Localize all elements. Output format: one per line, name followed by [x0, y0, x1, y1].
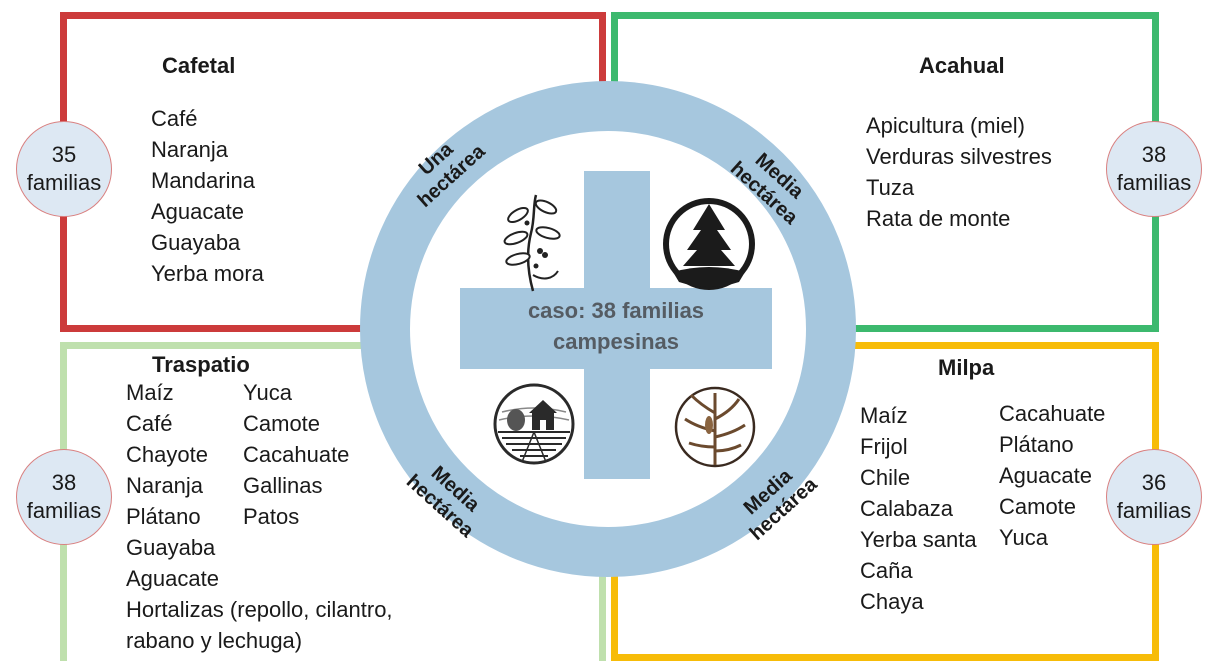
traspatio-list-col1: Maíz Café Chayote Naranja Plátano Guayab… [126, 377, 393, 656]
list-item: Caña [860, 558, 913, 583]
list-item: Café [126, 411, 173, 436]
list-item: Hortalizas (repollo, cilantro, [126, 597, 393, 622]
center-label: caso: 38 familias campesinas [460, 295, 772, 357]
center-cross-horizontal [460, 288, 772, 369]
list-item: Tuza [866, 175, 915, 200]
traspatio-list-col2: Yuca Camote Cacahuate Gallinas Patos [243, 377, 349, 532]
list-item: Guayaba [151, 230, 241, 255]
list-item: Plátano [126, 504, 201, 529]
list-item: Naranja [126, 473, 204, 498]
badge-label: familias [1116, 170, 1192, 195]
list-item: Mandarina [151, 168, 255, 193]
list-item: Aguacate [151, 199, 244, 224]
list-item: Yerba mora [151, 261, 264, 286]
milpa-list-col2: Cacahuate Plátano Aguacate Camote Yuca [999, 398, 1105, 553]
list-item: Frijol [860, 434, 908, 459]
center-label-line1: caso: 38 familias [527, 298, 705, 323]
list-item: Camote [999, 494, 1077, 519]
list-item: Yerba santa [860, 527, 977, 552]
acahual-families-badge: 38 familias [1106, 121, 1202, 217]
badge-number: 38 [51, 470, 77, 495]
coffee-plant-icon [503, 194, 561, 292]
traspatio-title: Traspatio [152, 352, 250, 377]
list-item: Aguacate [126, 566, 219, 591]
list-item: Café [151, 106, 198, 131]
badge-number: 38 [1141, 142, 1167, 167]
list-item: rabano y lechuga) [126, 628, 303, 653]
cafetal-list: Café Naranja Mandarina Aguacate Guayaba … [151, 103, 264, 289]
badge-number: 36 [1141, 470, 1167, 495]
list-item: Apicultura (miel) [866, 113, 1025, 138]
list-item: Maíz [126, 380, 174, 405]
list-item: Chile [860, 465, 911, 490]
acahual-list: Apicultura (miel) Verduras silvestres Tu… [866, 110, 1052, 234]
list-item: Naranja [151, 137, 229, 162]
corn-plant-icon [674, 386, 756, 468]
list-item: Yuca [243, 380, 292, 405]
cafetal-families-badge: 35 familias [16, 121, 112, 217]
badge-label: familias [26, 498, 102, 523]
badge-label: familias [26, 170, 102, 195]
list-item: Aguacate [999, 463, 1092, 488]
list-item: Plátano [999, 432, 1074, 457]
list-item: Guayaba [126, 535, 216, 560]
list-item: Verduras silvestres [866, 144, 1052, 169]
badge-number: 35 [51, 142, 77, 167]
list-item: Yuca [999, 525, 1048, 550]
milpa-title: Milpa [938, 355, 995, 380]
center-label-line2: campesinas [553, 329, 679, 354]
badge-label: familias [1116, 498, 1192, 523]
list-item: Patos [243, 504, 300, 529]
list-item: Calabaza [860, 496, 953, 521]
list-item: Cacahuate [999, 401, 1106, 426]
list-item: Cacahuate [243, 442, 350, 467]
pine-tree-icon [663, 198, 755, 290]
acahual-title: Acahual [919, 53, 1005, 78]
list-item: Camote [243, 411, 321, 436]
list-item: Chayote [126, 442, 208, 467]
list-item: Maíz [860, 403, 908, 428]
list-item: Gallinas [243, 473, 323, 498]
farmhouse-icon [493, 383, 575, 465]
traspatio-families-badge: 38 familias [16, 449, 112, 545]
list-item: Rata de monte [866, 206, 1011, 231]
milpa-list-col1: Maíz Frijol Chile Calabaza Yerba santa C… [860, 400, 977, 617]
list-item: Chaya [860, 589, 924, 614]
cafetal-title: Cafetal [162, 53, 236, 78]
milpa-families-badge: 36 familias [1106, 449, 1202, 545]
